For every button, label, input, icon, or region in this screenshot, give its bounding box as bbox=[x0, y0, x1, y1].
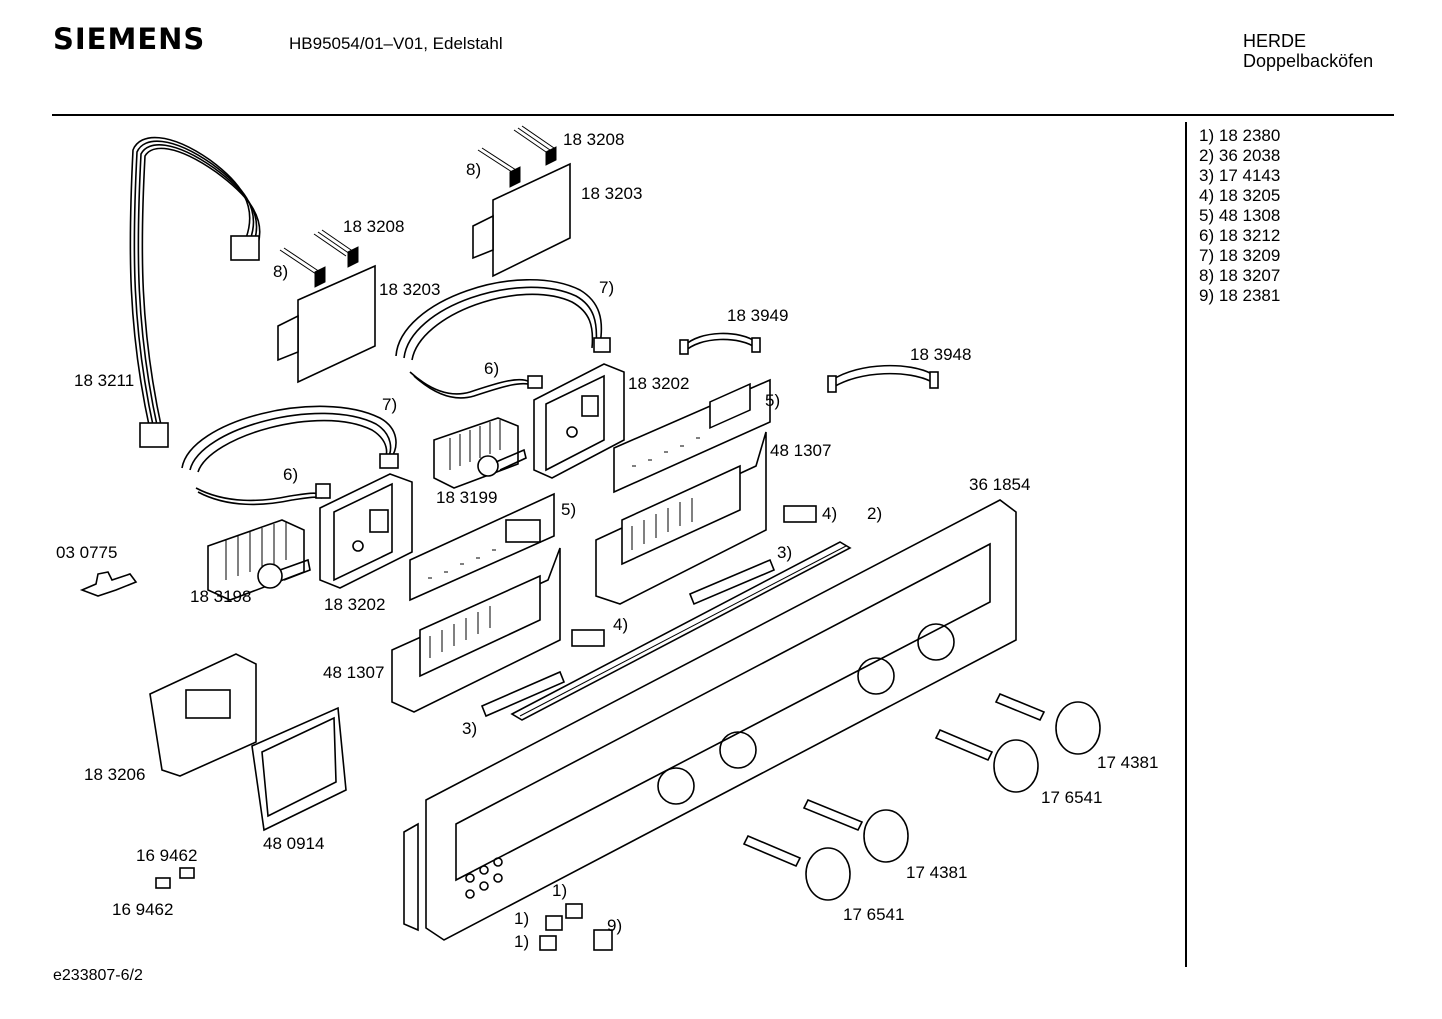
legend-item: 1) 18 2380 bbox=[1199, 126, 1281, 145]
product-category: HERDE Doppelbacköfen bbox=[1243, 31, 1373, 71]
callout-label: 3) bbox=[777, 543, 792, 562]
callout-label: 2) bbox=[867, 504, 882, 523]
callout-label: 1) bbox=[514, 909, 529, 928]
knob-drawing bbox=[742, 692, 1101, 901]
switch-housing-drawing bbox=[319, 363, 625, 589]
rotary-switch-drawing bbox=[207, 417, 527, 601]
legend-item: 9) 18 2381 bbox=[1199, 286, 1281, 305]
callout-label: 1) bbox=[552, 881, 567, 900]
wire-drawing bbox=[195, 371, 543, 506]
button-frame-drawing bbox=[391, 431, 767, 713]
callout-label: 8) bbox=[273, 262, 288, 281]
callout-label: 6) bbox=[283, 465, 298, 484]
callout-label: 03 0775 bbox=[56, 543, 117, 562]
cable-harness-drawing bbox=[181, 278, 611, 473]
legend-item: 6) 18 3212 bbox=[1199, 226, 1281, 245]
callout-label: 17 4381 bbox=[1097, 753, 1158, 772]
ribbon-cable-drawing bbox=[679, 332, 939, 393]
parts-legend: 1) 18 2380 2) 36 2038 3) 17 4143 4) 18 3… bbox=[1199, 126, 1280, 306]
legend-item: 2) 36 2038 bbox=[1199, 146, 1281, 165]
callout-labels: 18 3208 8) 18 3203 18 3208 8) 18 3203 7)… bbox=[56, 130, 1158, 951]
callout-label: 5) bbox=[561, 500, 576, 519]
callout-label: 4) bbox=[613, 615, 628, 634]
callout-label: 48 1307 bbox=[770, 441, 831, 460]
callout-label: 16 9462 bbox=[112, 900, 173, 919]
legend-divider bbox=[1185, 122, 1187, 967]
callout-label: 18 3948 bbox=[910, 345, 971, 364]
callout-label: 17 6541 bbox=[843, 905, 904, 924]
callout-label: 18 3202 bbox=[628, 374, 689, 393]
callout-label: 18 3211 bbox=[74, 371, 134, 390]
callout-label: 6) bbox=[484, 359, 499, 378]
drawing-id: e233807-6/2 bbox=[53, 967, 143, 984]
small-parts-drawing bbox=[480, 505, 817, 718]
misc-parts-drawing bbox=[79, 571, 613, 951]
callout-label: 18 3208 bbox=[343, 217, 404, 236]
callout-label: 18 3199 bbox=[436, 488, 497, 507]
callout-label: 18 3208 bbox=[563, 130, 624, 149]
callout-label: 18 3203 bbox=[581, 184, 642, 203]
callout-label: 48 1307 bbox=[323, 663, 384, 682]
callout-label: 16 9462 bbox=[136, 846, 197, 865]
wiring-harness-drawing bbox=[129, 136, 261, 448]
callout-label: 8) bbox=[466, 160, 481, 179]
callout-label: 7) bbox=[382, 395, 397, 414]
callout-label: 48 0914 bbox=[263, 834, 324, 853]
callout-label: 7) bbox=[599, 278, 614, 297]
callout-label: 18 3202 bbox=[324, 595, 385, 614]
legend-item: 3) 17 4143 bbox=[1199, 166, 1281, 185]
callout-label: 17 6541 bbox=[1041, 788, 1102, 807]
category-line-1: HERDE bbox=[1243, 31, 1307, 51]
callout-label: 17 4381 bbox=[906, 863, 967, 882]
callout-label: 1) bbox=[514, 932, 529, 951]
electronic-board-drawing bbox=[277, 229, 376, 384]
callout-label: 18 3206 bbox=[84, 765, 145, 784]
control-panel-drawing bbox=[403, 499, 1017, 941]
callout-label: 18 3203 bbox=[379, 280, 440, 299]
callout-label: 9) bbox=[607, 916, 622, 935]
legend-item: 7) 18 3209 bbox=[1199, 246, 1281, 265]
trim-strip-drawing bbox=[510, 541, 852, 721]
electronic-board-drawing bbox=[472, 125, 571, 278]
callout-label: 18 3949 bbox=[727, 306, 788, 325]
legend-item: 4) 18 3205 bbox=[1199, 186, 1281, 205]
brand-logo: SIEMENS bbox=[53, 22, 206, 56]
callout-label: 18 3198 bbox=[190, 587, 251, 606]
category-line-2: Doppelbacköfen bbox=[1243, 51, 1374, 71]
legend-item: 8) 18 3207 bbox=[1199, 266, 1281, 285]
model-designation: HB95054/01–V01, Edelstahl bbox=[289, 34, 503, 53]
legend-item: 5) 48 1308 bbox=[1199, 206, 1281, 225]
callout-label: 36 1854 bbox=[969, 475, 1030, 494]
callout-label: 4) bbox=[822, 504, 837, 523]
callout-label: 3) bbox=[462, 719, 477, 738]
display-board-drawing bbox=[409, 378, 771, 602]
header-rule bbox=[52, 114, 1394, 116]
callout-label: 5) bbox=[765, 391, 780, 410]
